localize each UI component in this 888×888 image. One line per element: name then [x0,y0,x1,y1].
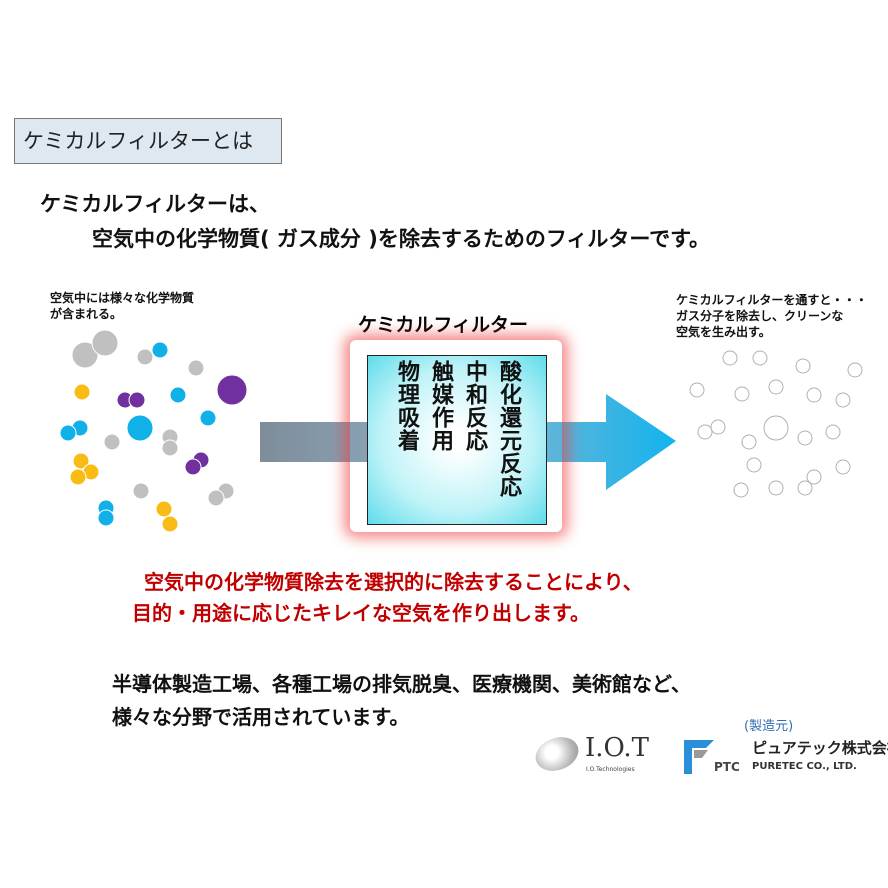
clean-air-molecule [825,424,841,440]
red-text-line1: 空気中の化学物質除去を選択的に除去することにより、 [144,570,643,594]
red-text-line2: 目的・用途に応じたキレイな空気を作り出します。 [132,601,590,625]
heading-line2: 空気中の化学物質( ガス成分 )を除去するためのフィルターです。 [92,227,711,251]
right-note: ケミカルフィルターを通すと・・・ ガス分子を除去し、クリーンな 空気を生み出す。 [676,292,867,340]
clean-air-molecule [797,430,813,446]
clean-air-molecule [734,386,750,402]
clean-air-molecule [752,350,768,366]
molecule-purple [128,391,146,409]
filter-function: 触媒作用 [428,360,453,452]
right-note-line2: ガス分子を除去し、クリーンな [676,309,844,323]
molecule-yellow [69,468,87,486]
molecule-blue [199,409,217,427]
clean-air-molecule [795,358,811,374]
clean-air-molecule [741,434,757,450]
molecule-yellow [161,515,179,533]
molecule-purple [216,374,248,406]
left-note: 空気中には様々な化学物質 が含まれる。 [50,290,194,322]
clean-air-molecule [689,382,705,398]
molecule-blue [169,386,187,404]
iot-logo-text: I.O.T [585,733,649,763]
molecule-blue [97,509,115,527]
clean-air-molecule [806,469,822,485]
ptc-logo-icon [684,740,714,774]
molecule-gray [103,433,121,451]
clean-air-molecule [768,480,784,496]
filter-label: ケミカルフィルター [358,314,529,336]
molecule-gray [71,341,99,369]
left-note-line1: 空気中には様々な化学物質 [50,291,195,305]
uses-line1: 半導体製造工場、各種工場の排気脱臭、医療機関、美術館など、 [112,672,691,696]
molecule-gray [132,482,150,500]
iot-logo-sub: I.O.Technologies [586,766,635,773]
molecule-gray [91,329,119,357]
ptc-logo-text: PTC [714,760,740,774]
maker-label: (製造元) [744,719,794,734]
molecule-gray [161,439,179,457]
molecule-purple [184,458,202,476]
filter-function: 中和反応 [462,360,487,452]
clean-air-molecule [835,459,851,475]
left-note-line2: が含まれる。 [50,307,123,321]
filter-function: 物理吸着 [394,360,419,452]
clean-air-molecule [847,362,863,378]
clean-air-molecule [835,392,851,408]
clean-air-molecule [722,350,738,366]
heading-line1: ケミカルフィルターは、 [40,192,270,216]
molecule-gray [187,359,205,377]
clean-air-molecule [733,482,749,498]
molecule-blue [126,414,154,442]
clean-air-molecule [806,387,822,403]
molecule-yellow [73,383,91,401]
molecule-blue [59,424,77,442]
chemical-filter-box: 酸化還元反応 中和反応 触媒作用 物理吸着 [367,355,547,525]
clean-air-molecule [697,424,713,440]
molecule-gray [207,489,225,507]
right-note-line3: 空気を生み出す。 [676,325,771,339]
clean-air-molecule [746,457,762,473]
uses-line2: 様々な分野で活用されています。 [112,705,410,729]
molecule-blue [151,341,169,359]
clean-air-molecule [768,379,784,395]
clean-air-molecule [763,415,789,441]
clean-air-molecule [710,419,726,435]
molecule-gray [136,348,154,366]
slide-title: ケミカルフィルターとは [14,118,282,164]
clean-air-molecule [797,480,813,496]
company-name-en: PURETEC CO., LTD. [752,761,857,772]
company-name-jp: ピュアテック株式会社 [752,739,888,757]
right-note-line1: ケミカルフィルターを通すと・・・ [676,293,868,307]
molecule-yellow [155,500,173,518]
molecule-yellow [72,452,90,470]
filter-function: 酸化還元反応 [496,360,521,498]
